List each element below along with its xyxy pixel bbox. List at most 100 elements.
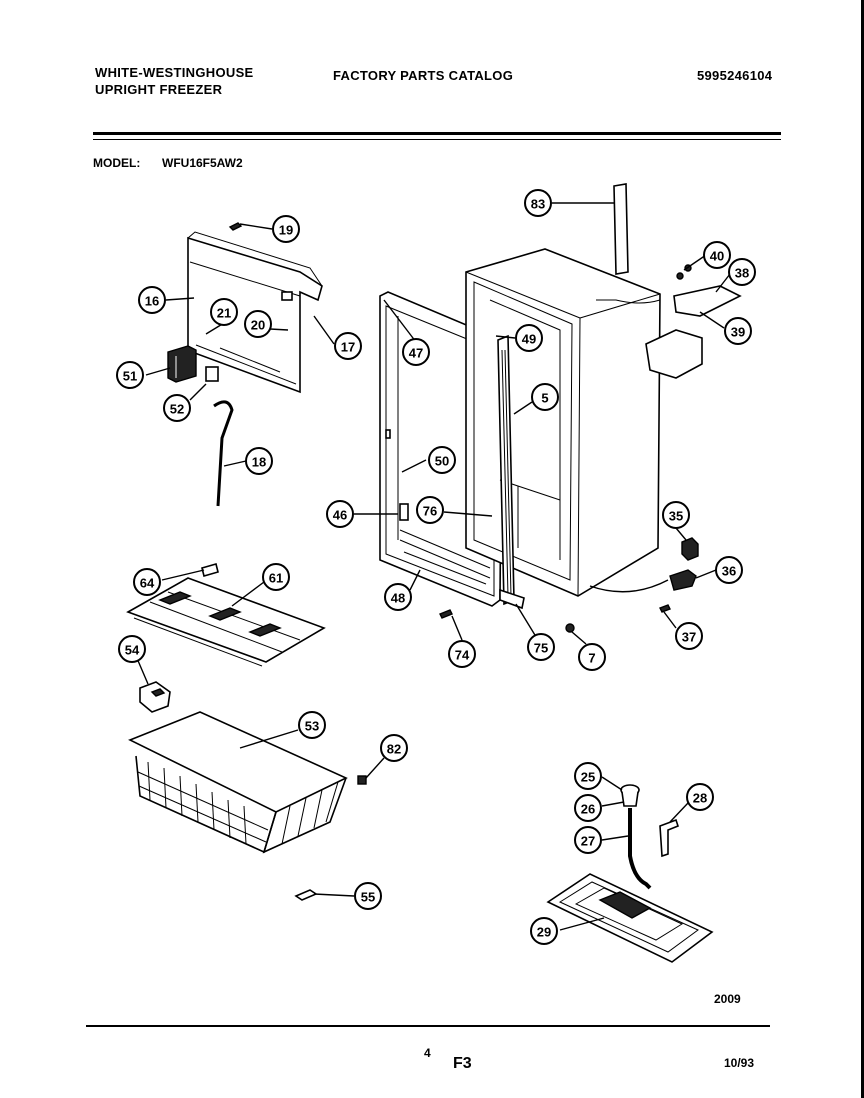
figure-code: F3 [453,1055,472,1072]
basket-roller-55-part [294,889,318,901]
callout-label: 76 [423,504,437,519]
drain-bracket-28-part [659,818,679,858]
callout-5: 5 [531,383,559,411]
callout-25: 25 [574,762,602,790]
callout-74: 74 [448,640,476,668]
callout-circle [428,446,456,474]
callout-circle [163,394,191,422]
callout-circle [527,633,555,661]
callout-circle [334,332,362,360]
header-rule-thick [93,132,781,135]
bumper-82-part [357,775,367,785]
callout-circle [724,317,752,345]
callout-label: 38 [735,266,749,281]
callout-61: 61 [262,563,290,591]
callout-label: 25 [581,770,595,785]
bracket-54-part [139,681,171,713]
brand-name: WHITE-WESTINGHOUSE [95,65,254,80]
product-type: UPRIGHT FREEZER [95,82,223,97]
callout-label: 50 [435,454,449,469]
callout-circle [574,826,602,854]
shelf-clip-64-part [201,563,219,577]
hinge-rail-83-part [613,183,629,275]
screw-74-part [439,609,453,619]
screw-37-part [659,604,671,613]
callout-label: 82 [387,742,401,757]
callout-circle [245,447,273,475]
callout-circle [402,338,430,366]
capillary-tube-18-part [213,400,234,507]
callout-47: 47 [402,338,430,366]
callout-label: 5 [541,391,548,406]
callout-18: 18 [245,447,273,475]
callout-26: 26 [574,794,602,822]
callout-7: 7 [578,643,606,671]
callout-19: 19 [272,215,300,243]
callout-circle [262,563,290,591]
footer-rule [86,1025,770,1027]
callout-label: 20 [251,318,265,333]
callout-circle [133,568,161,596]
callout-label: 61 [269,571,283,586]
callout-label: 40 [710,249,724,264]
callout-27: 27 [574,826,602,854]
drain-tube-27-part [628,808,652,890]
callout-label: 52 [170,402,184,417]
callout-28: 28 [686,783,714,811]
callout-circle [354,882,382,910]
callout-label: 35 [669,509,683,524]
callout-circle [703,241,731,269]
freezer-cabinet-part [465,248,661,610]
callout-circle [210,298,238,326]
foot-7-part [565,623,575,633]
drain-pan-29-part [546,873,714,963]
callout-circle [686,783,714,811]
callout-circle [116,361,144,389]
callout-label: 21 [217,306,231,321]
callout-label: 83 [531,197,545,212]
leader-lines [135,202,731,931]
callout-20: 20 [244,310,272,338]
callout-circle [524,189,552,217]
callout-53: 53 [298,711,326,739]
compressor-39-part [596,299,703,379]
callout-76: 76 [416,496,444,524]
callout-circle [326,500,354,528]
shelf-61-part [126,577,326,667]
callout-label: 19 [279,223,293,238]
callout-circle [244,310,272,338]
callout-label: 16 [145,294,159,309]
callout-label: 51 [123,369,137,384]
callout-16: 16 [138,286,166,314]
callout-54: 54 [118,635,146,663]
callout-label: 49 [522,332,536,347]
callout-circle [416,496,444,524]
hinge-bracket-38-part [673,285,742,317]
model-number: WFU16F5AW2 [162,156,243,170]
model-label: MODEL: [93,156,141,170]
callout-label: 29 [537,925,551,940]
callout-40: 40 [703,241,731,269]
callout-label: 17 [341,340,355,355]
callout-label: 27 [581,834,595,849]
callout-label: 36 [722,564,736,579]
callout-circle [515,324,543,352]
callout-50: 50 [428,446,456,474]
callout-label: 74 [455,648,470,663]
callout-circle [574,762,602,790]
catalog-title: FACTORY PARTS CATALOG [333,68,514,83]
callout-52: 52 [163,394,191,422]
callout-circle [574,794,602,822]
callout-label: 18 [252,455,266,470]
callout-circle [728,258,756,286]
header-rule-thin [93,139,781,140]
callout-circle [380,734,408,762]
thermostat-knob-51-part [167,345,197,383]
callout-circle [118,635,146,663]
drawing-number: 2009 [714,992,741,1006]
callout-label: 7 [588,651,595,666]
callout-circle [384,583,412,611]
callout-label: 46 [333,508,347,523]
